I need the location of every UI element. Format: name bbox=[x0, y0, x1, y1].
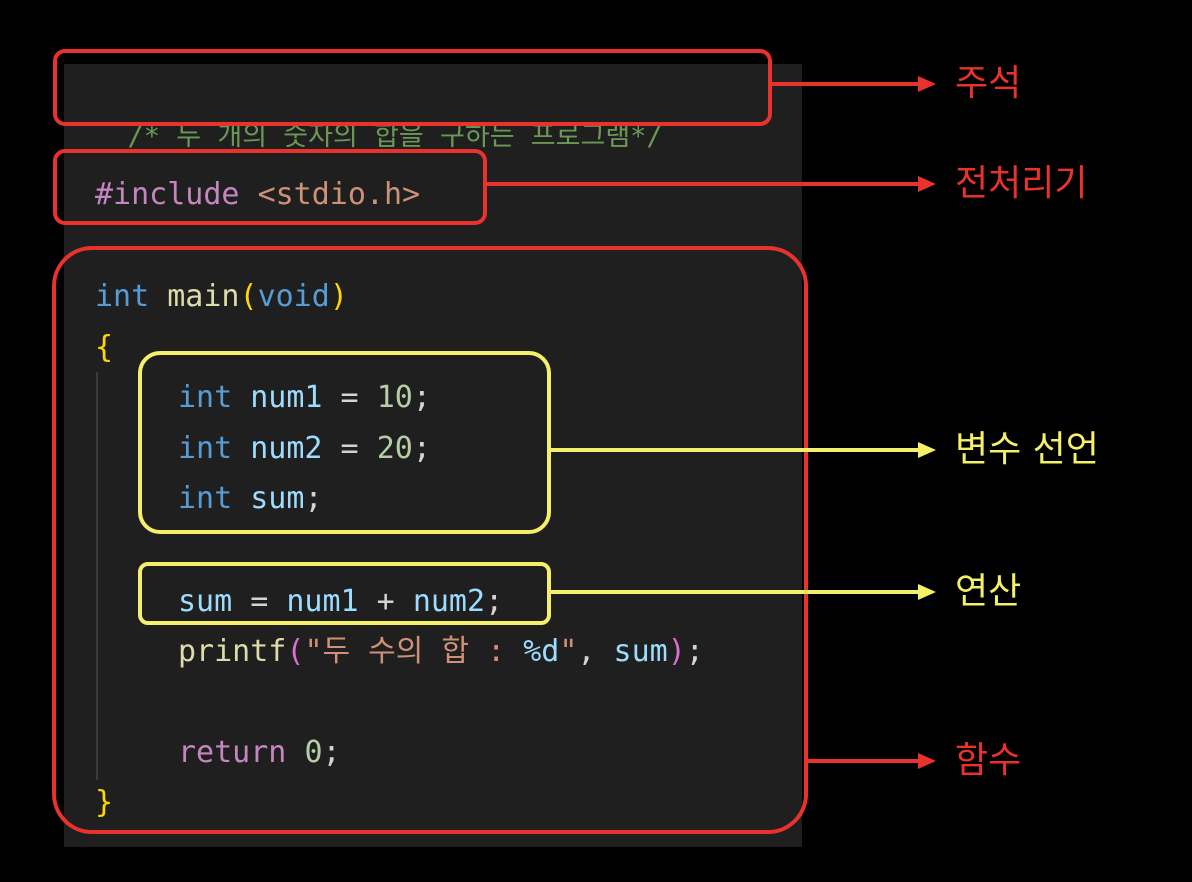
include-directive: #include bbox=[95, 177, 240, 212]
printf-end: ; bbox=[685, 634, 704, 669]
decl2-op: = bbox=[322, 431, 377, 466]
decl2-end: ; bbox=[412, 431, 431, 466]
declaration-label: 변수 선언 bbox=[955, 429, 1099, 470]
return-end: ; bbox=[322, 735, 341, 770]
comment-text: /* 두 개의 숫자의 합을 구하는 프로그램*/ bbox=[127, 121, 663, 152]
main-close-paren: ) bbox=[329, 279, 348, 314]
assign-lhs: sum bbox=[178, 584, 233, 619]
operation-arrow bbox=[551, 584, 936, 600]
operation-highlight-box bbox=[138, 562, 551, 625]
indent-guide bbox=[96, 372, 98, 780]
decl3-name: sum bbox=[250, 481, 305, 516]
printf-name: printf bbox=[178, 634, 287, 669]
comment-label: 주석 bbox=[955, 63, 1022, 104]
printf-string-pre: "두 수의 합 : bbox=[304, 634, 524, 669]
operation-label: 연산 bbox=[955, 571, 1022, 612]
assign-end: ; bbox=[485, 584, 504, 619]
return-keyword: return bbox=[178, 735, 287, 770]
close-brace: } bbox=[95, 785, 114, 820]
decl1-end: ; bbox=[412, 380, 431, 415]
main-return-type: int bbox=[95, 279, 150, 314]
assign-b: num2 bbox=[412, 584, 486, 619]
decl1-name: num1 bbox=[250, 380, 323, 415]
preprocessor-arrow bbox=[487, 176, 936, 192]
printf-open: ( bbox=[286, 634, 305, 669]
assign-line: sum = num1 + num2; bbox=[178, 582, 503, 622]
decl3-type: int bbox=[178, 481, 233, 516]
declaration-highlight-box bbox=[138, 351, 551, 534]
assign-a: num1 bbox=[286, 584, 359, 619]
decl2-type: int bbox=[178, 431, 233, 466]
code-editor-panel bbox=[64, 64, 802, 847]
printf-comma: , bbox=[577, 634, 614, 669]
return-value: 0 bbox=[304, 735, 323, 770]
printf-arg: sum bbox=[613, 634, 668, 669]
open-brace: { bbox=[95, 330, 114, 365]
decl-num1-line: int num1 = 10; bbox=[178, 378, 431, 418]
function-highlight-box bbox=[52, 246, 808, 834]
printf-format: %d bbox=[523, 634, 560, 669]
comment-line: /* 두 개의 숫자의 합을 구하는 프로그램*/ bbox=[95, 77, 663, 157]
decl1-type: int bbox=[178, 380, 233, 415]
preprocessor-label: 전처리기 bbox=[955, 163, 1088, 204]
printf-line: printf("두 수의 합 : %d", sum); bbox=[178, 632, 704, 672]
comment-highlight-box bbox=[53, 49, 772, 126]
assign-plus: + bbox=[358, 584, 413, 619]
function-label: 함수 bbox=[955, 740, 1022, 781]
comment-arrow bbox=[772, 76, 936, 92]
assign-eq: = bbox=[232, 584, 287, 619]
decl2-name: num2 bbox=[250, 431, 323, 466]
include-line: #include <stdio.h> bbox=[95, 175, 420, 215]
decl-num2-line: int num2 = 20; bbox=[178, 429, 431, 469]
main-open-paren: ( bbox=[239, 279, 258, 314]
include-header: <stdio.h> bbox=[257, 177, 421, 212]
return-line: return 0; bbox=[178, 733, 341, 773]
declaration-arrow bbox=[551, 442, 936, 458]
printf-string-post: " bbox=[559, 634, 578, 669]
function-arrow bbox=[808, 753, 936, 769]
decl1-value: 10 bbox=[376, 380, 413, 415]
main-param: void bbox=[257, 279, 330, 314]
decl2-value: 20 bbox=[376, 431, 413, 466]
main-function-name: main bbox=[167, 279, 240, 314]
preprocessor-highlight-box bbox=[53, 149, 487, 225]
main-signature-line: int main(void) bbox=[95, 277, 348, 317]
decl-sum-line: int sum; bbox=[178, 479, 323, 519]
decl3-end: ; bbox=[304, 481, 323, 516]
decl1-op: = bbox=[322, 380, 377, 415]
printf-close: ) bbox=[667, 634, 686, 669]
